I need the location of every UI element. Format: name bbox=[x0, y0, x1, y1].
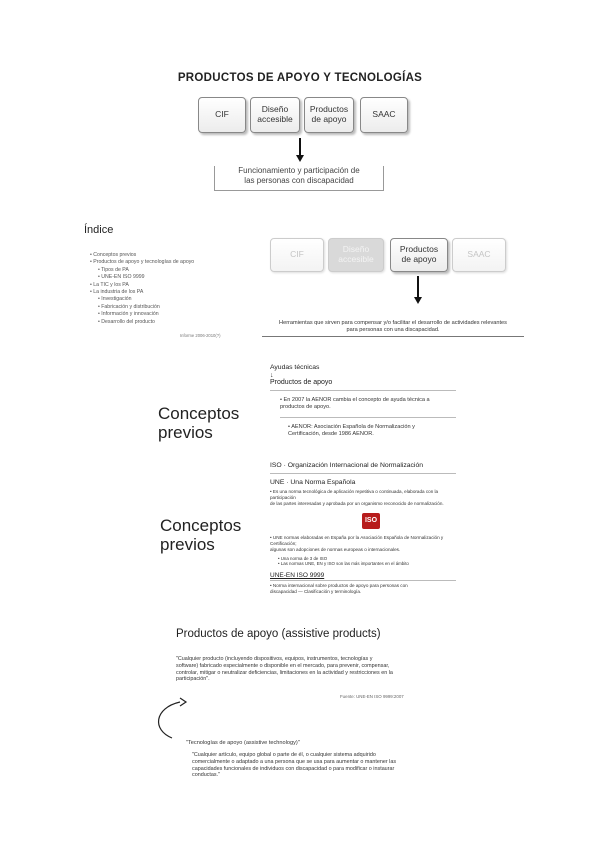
box-productos-apoyo: Productos de apoyo bbox=[390, 238, 448, 272]
index-title: Índice bbox=[84, 224, 114, 236]
sub-bullet: • Las normas UNE, EN y ISO son las más i… bbox=[278, 561, 409, 566]
down-arrow: ↓ bbox=[270, 372, 274, 379]
une-body: • UNE normas elaboradas en España por la… bbox=[270, 535, 444, 552]
productos-apoyo-label: Productos de apoyo bbox=[270, 379, 333, 386]
index-item: • La TIC y los PA bbox=[90, 281, 129, 288]
index-item: • Conceptos previos bbox=[90, 252, 137, 258]
standard-title: UNE-EN ISO 9999 bbox=[270, 572, 325, 579]
definition-source: Fuente: UNE-EN ISO 9999:2007 bbox=[340, 694, 404, 699]
index-item: • UNE-EN ISO 9999 bbox=[98, 274, 145, 281]
conceptos-heading: Conceptos previos bbox=[160, 516, 242, 554]
arrow-head bbox=[414, 297, 422, 304]
index-item: • Información y innovación bbox=[98, 311, 159, 318]
divider bbox=[270, 580, 456, 581]
slide-title: PRODUCTOS DE APOYO Y TECNOLOGÍAS bbox=[177, 72, 423, 84]
ayudas-tecnicas: Ayudas técnicas bbox=[270, 364, 320, 371]
index-item: • Productos de apoyo y tecnologías de ap… bbox=[90, 259, 195, 266]
conceptos-panel: ISO · Organización Internacional de Norm… bbox=[270, 462, 456, 612]
box-saac: SAAC bbox=[452, 238, 506, 272]
productos-description: Herramientas que sirven para compensar y… bbox=[262, 320, 524, 337]
arrow-head bbox=[296, 155, 304, 162]
box-cif: CIF bbox=[270, 238, 324, 272]
index-item: • Fabricación y distribución bbox=[98, 303, 160, 310]
productos-title: Productos de apoyo (assistive products) bbox=[176, 628, 381, 640]
index-item: • Desarrollo del producto bbox=[98, 318, 155, 325]
concept-bullet: • En 2007 la AENOR cambia el concepto de… bbox=[280, 397, 430, 410]
une-definition: UNE · Una Norma Española bbox=[270, 479, 356, 486]
box-diseno-accesible: Diseño accesible bbox=[250, 97, 300, 133]
sub-bullet: • Una norma de 3 de ISO bbox=[278, 556, 328, 561]
curved-arrow-icon bbox=[157, 697, 188, 739]
box-diseno-accesible: Diseño accesible bbox=[328, 238, 384, 272]
conceptos-panel: Ayudas técnicas ↓ Productos de apoyo • E… bbox=[270, 364, 456, 454]
definition-quote: "Cualquier artículo, equipo global o par… bbox=[192, 752, 397, 779]
box-saac: SAAC bbox=[360, 97, 408, 133]
standard-body: • Norma internacional sobre productos de… bbox=[270, 583, 408, 594]
concept-bullet: • AENOR: Asociación Española de Normaliz… bbox=[288, 424, 415, 437]
divider bbox=[270, 390, 456, 391]
result-box: Funcionamiento y participación de las pe… bbox=[214, 166, 384, 191]
divider bbox=[270, 473, 456, 474]
quote-heading: "Tecnologías de apoyo (assistive technol… bbox=[186, 740, 300, 746]
box-productos-apoyo: Productos de apoyo bbox=[304, 97, 354, 133]
index-side-note: Informe 2006-2010(?) bbox=[180, 333, 221, 338]
arrow-line bbox=[299, 138, 301, 156]
conceptos-heading: Conceptos previos bbox=[158, 404, 240, 442]
index-list: • Conceptos previos • Productos de apoyo… bbox=[90, 252, 194, 326]
index-item: • Tipos de PA bbox=[98, 266, 129, 273]
index-item: • Investigación bbox=[98, 296, 132, 303]
une-body: • Es una norma tecnológica de aplicación… bbox=[270, 489, 444, 506]
iso-logo: ISO bbox=[362, 513, 380, 529]
box-cif: CIF bbox=[198, 97, 246, 133]
definition-quote: "Cualquier producto (incluyendo disposit… bbox=[176, 656, 393, 683]
index-item: • La industria de los PA bbox=[90, 289, 144, 296]
divider bbox=[280, 417, 456, 418]
iso-definition: ISO · Organización Internacional de Norm… bbox=[270, 462, 424, 469]
arrow-line bbox=[417, 276, 419, 298]
